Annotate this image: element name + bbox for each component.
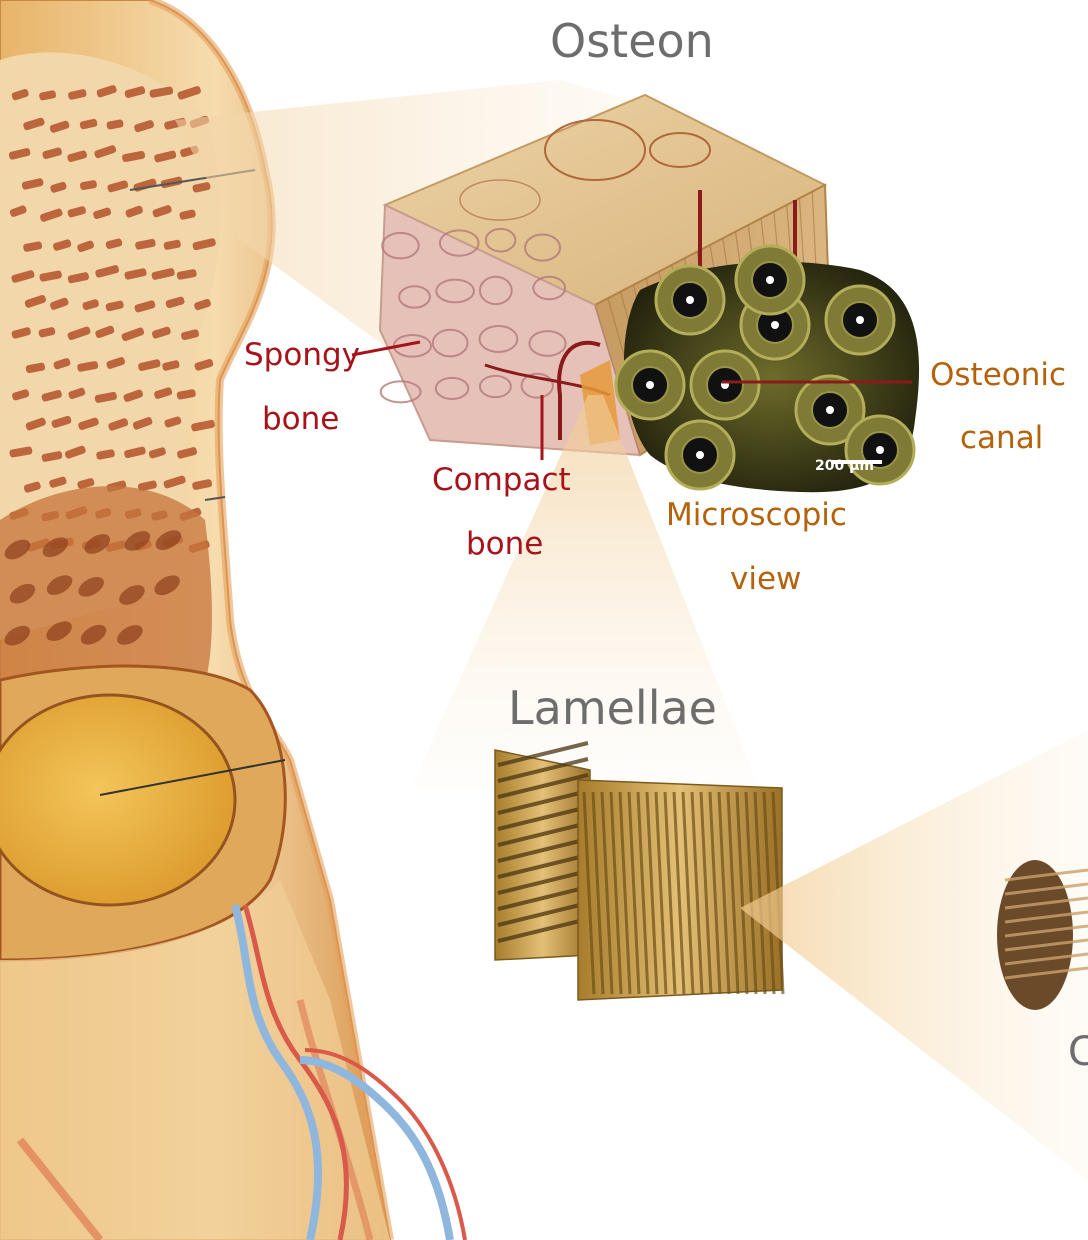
canal-highlight <box>686 296 694 304</box>
canal-highlight <box>771 321 779 329</box>
lamellae-title: Lamellae <box>508 685 717 731</box>
spongy-bone-label-line2: bone <box>262 404 339 435</box>
microscopic-view-label-line1: Microscopic <box>666 500 847 531</box>
compact-bone-label-line2: bone <box>466 529 543 560</box>
osteonic-canal-label-line1: Osteonic <box>930 360 1066 391</box>
compact-bone-label-line1: Compact <box>432 465 571 496</box>
canal-highlight <box>696 451 704 459</box>
canal-highlight <box>646 381 654 389</box>
scale-bar-label: 200 µm <box>815 458 874 474</box>
osteonic-canal-label-line2: canal <box>960 423 1043 454</box>
canal-highlight <box>826 406 834 414</box>
osteon-title: Osteon <box>550 18 714 64</box>
spongy-bone-label-line1: Spongy <box>244 340 360 371</box>
canal-highlight <box>856 316 864 324</box>
canal-highlight <box>876 446 884 454</box>
microscopic-view-label-line2: view <box>730 564 801 595</box>
microscopic-view-image: 200 µm <box>616 246 919 492</box>
canal-highlight <box>766 276 774 284</box>
marrow-cavity <box>0 695 235 905</box>
partial-label-edge: C <box>1068 1032 1088 1072</box>
